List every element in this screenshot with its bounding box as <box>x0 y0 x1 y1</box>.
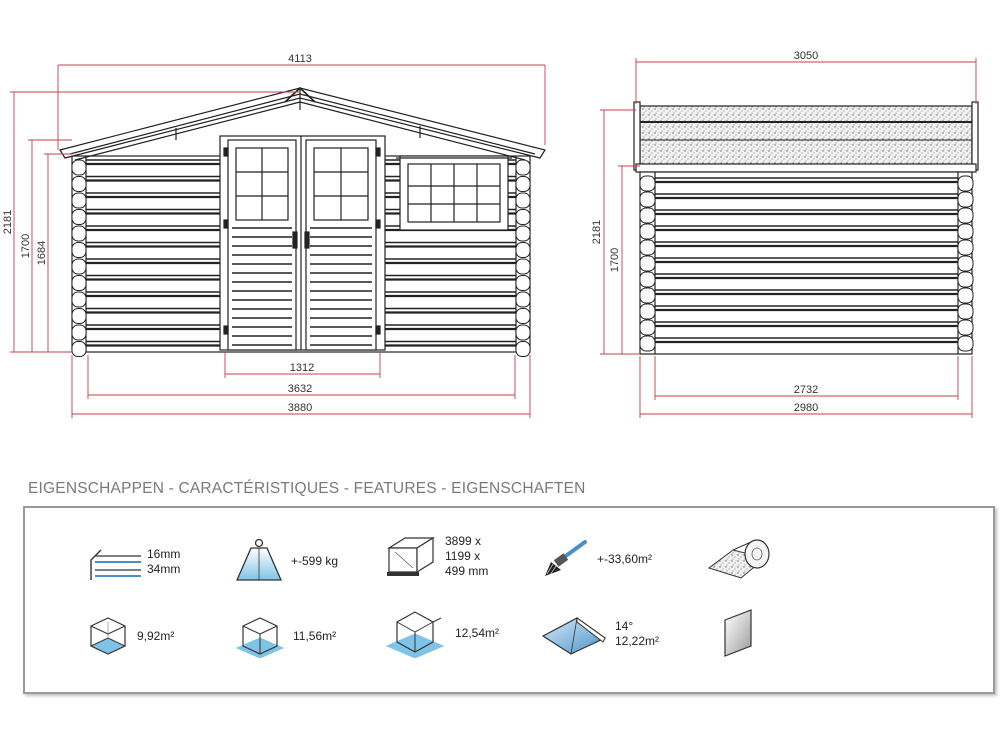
paint-value: +-33,60m² <box>597 551 653 566</box>
side-dim-base-width: 2980 <box>794 402 818 414</box>
side-wall-logs <box>639 171 973 355</box>
side-log-ends <box>639 175 974 352</box>
roof-slope-angle: 14° <box>615 619 634 633</box>
floor-area-value: 9,92m² <box>137 628 175 643</box>
base-area-value: 11,56m² <box>293 628 337 643</box>
weight-icon <box>236 538 282 581</box>
technical-drawings: 4113 3880 3632 1312 2181 1700 1684 <box>2 50 979 418</box>
front-dimension-lines <box>10 64 546 418</box>
wall-thickness-icon <box>90 549 141 580</box>
feature-roof-area: 12,54m² <box>385 608 499 658</box>
front-window <box>396 155 512 231</box>
cube-base-icon <box>235 617 285 658</box>
feature-roof-slope: 14° 12,22m² <box>541 612 659 656</box>
package-dim-2: 1199 x <box>445 548 481 563</box>
front-log-ends <box>71 159 531 357</box>
cube-floor-icon <box>89 617 127 655</box>
wall-thickness-2: 34mm <box>147 562 181 576</box>
package-icon <box>386 536 436 576</box>
paintbrush-icon <box>545 540 587 576</box>
front-dim-wall-width: 3632 <box>288 383 312 395</box>
wall-thickness-1: 16mm <box>147 547 181 561</box>
features-title: EIGENSCHAPPEN - CARACTÉRISTIQUES - FEATU… <box>28 480 586 497</box>
front-view: 4113 3880 3632 1312 2181 1700 1684 <box>2 53 546 418</box>
feature-weight: +-599 kg <box>235 538 338 584</box>
feature-base-area: 11,56m² <box>235 614 336 658</box>
cube-roof-icon <box>385 611 445 658</box>
features-panel: 16mm 34mm +-599 kg 3899 x 1199 x 499 mm <box>23 506 995 694</box>
feature-package: 3899 x 1199 x 499 mm <box>385 532 488 580</box>
weight-value: +-599 kg <box>291 553 339 568</box>
front-roof <box>59 86 546 161</box>
package-dim-1: 3899 x <box>445 533 482 548</box>
side-view: 3050 2980 2732 2181 1700 <box>591 50 979 418</box>
front-dim-total-width: 4113 <box>288 53 312 65</box>
window-glass-icon <box>724 609 752 657</box>
feature-window-glass <box>721 608 755 658</box>
feature-roofing <box>707 536 773 580</box>
side-dimension-lines <box>600 58 977 418</box>
feature-wall-thickness: 16mm 34mm <box>87 542 180 582</box>
front-double-door <box>219 135 386 351</box>
front-dim-wall-height: 1700 <box>20 234 32 258</box>
roof-area-value: 12,54m² <box>455 625 500 640</box>
front-dim-inner-height: 1684 <box>36 241 48 265</box>
side-dim-wall-width: 2732 <box>794 384 818 396</box>
feature-floor-area: 9,92m² <box>87 614 174 658</box>
roof-slope-area: 12,22m² <box>615 634 660 648</box>
side-roof <box>633 101 979 173</box>
side-dim-roof-width: 3050 <box>794 50 818 62</box>
front-dim-base-width: 3880 <box>288 402 312 414</box>
side-dim-total-height: 2181 <box>591 220 603 244</box>
feature-paint: +-33,60m² <box>541 538 652 580</box>
front-dim-door-width: 1312 <box>290 362 314 374</box>
side-dim-wall-height: 1700 <box>609 248 621 272</box>
roofing-roll-icon <box>707 539 770 579</box>
package-dim-3: 499 mm <box>445 563 489 578</box>
front-dim-total-height: 2181 <box>2 210 14 234</box>
roof-slope-icon <box>541 617 607 655</box>
